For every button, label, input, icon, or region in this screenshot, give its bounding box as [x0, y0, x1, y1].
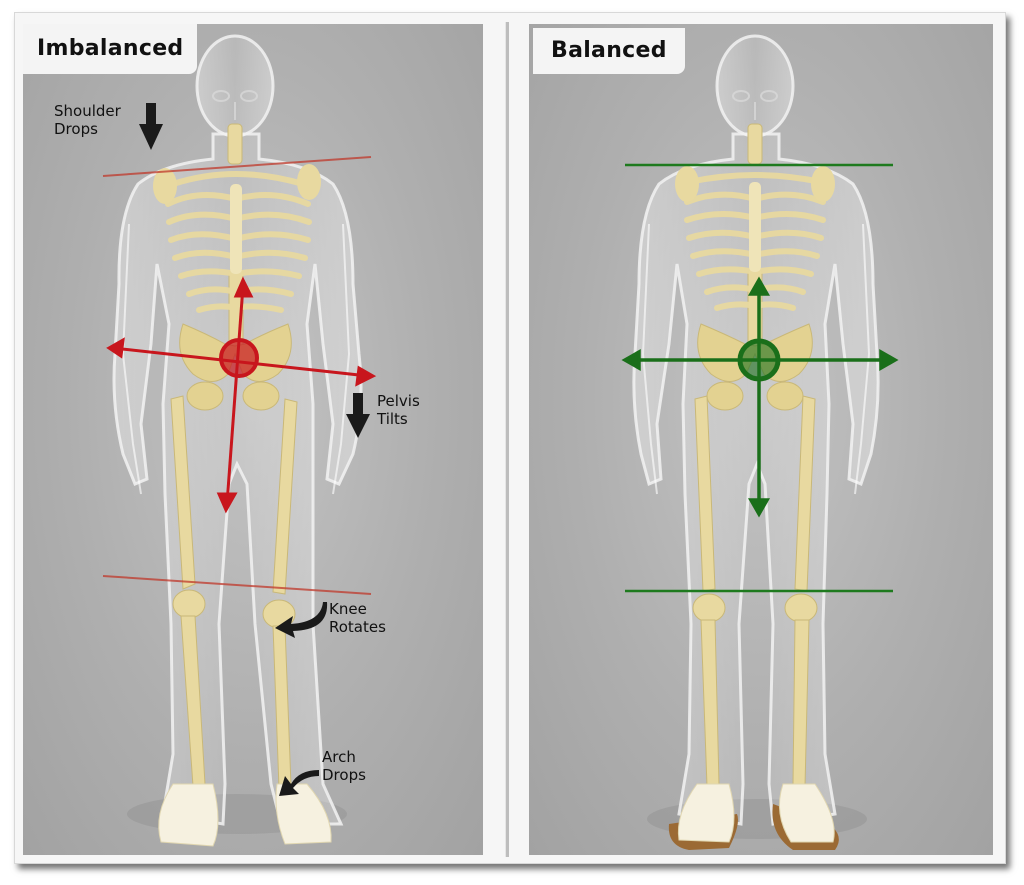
imbalanced-panel: Imbalanced Shoulder Drops Pelvis Tilts K… [23, 24, 483, 855]
annotation-line: Knee [329, 600, 367, 618]
imbalanced-skeleton-figure [102, 34, 377, 847]
shoulder-drops-label: Shoulder Drops [54, 102, 121, 138]
balanced-panel: Balanced [529, 24, 993, 855]
balanced-title: Balanced [533, 28, 685, 74]
crosshair-target-icon [621, 276, 899, 518]
annotation-line: Drops [322, 766, 366, 784]
annotation-line: Pelvis [377, 392, 420, 410]
shoulder-tilt-line [102, 156, 372, 177]
crosshair-target-icon [106, 276, 377, 514]
knee-tilt-line [102, 575, 372, 595]
annotation-line: Arch [322, 748, 356, 766]
annotation-line: Drops [54, 120, 98, 138]
annotation-line: Tilts [377, 410, 408, 428]
panel-divider [505, 22, 509, 857]
down-arrow-icon [139, 103, 163, 150]
down-arrow-icon [346, 393, 370, 438]
balanced-skeleton-figure [621, 34, 899, 850]
arch-drops-label: Arch Drops [322, 748, 366, 784]
curved-arrow-icon [275, 602, 328, 638]
pelvis-tilts-label: Pelvis Tilts [377, 392, 420, 428]
annotation-line: Shoulder [54, 102, 121, 120]
annotation-line: Rotates [329, 618, 386, 636]
curved-arrow-icon [279, 770, 319, 796]
imbalanced-title: Imbalanced [23, 24, 198, 74]
knee-rotates-label: Knee Rotates [329, 600, 386, 636]
